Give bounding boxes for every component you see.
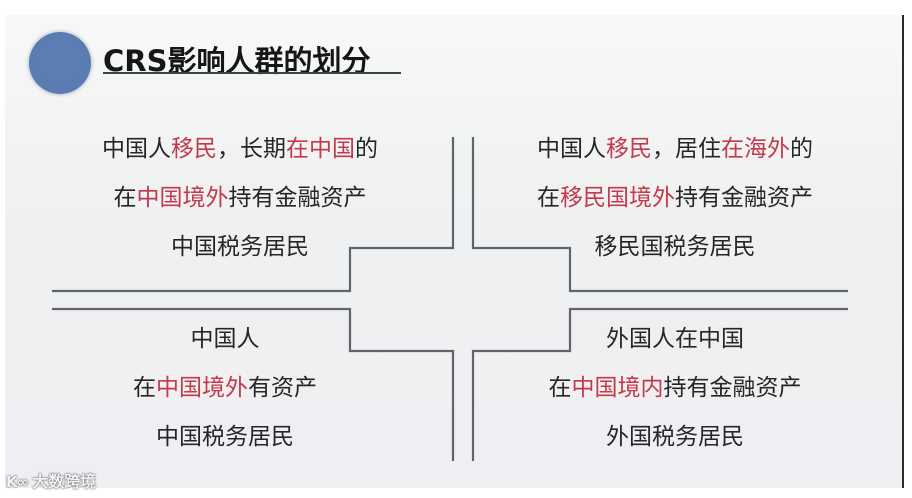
divider-bottom-right xyxy=(471,307,848,461)
highlight-segment: 移民国境外 xyxy=(560,185,675,211)
highlight-segment: 在海外 xyxy=(721,136,790,162)
text-segment: 持有金融资产 xyxy=(675,185,813,211)
divider-bottom-left xyxy=(52,307,455,461)
highlight-segment: 在中国 xyxy=(286,136,355,162)
quadrant-line-3: 移民国税务居民 xyxy=(594,234,756,260)
highlight-segment: 移民 xyxy=(171,136,217,162)
quadrant-line-3: 中国税务居民 xyxy=(171,234,309,260)
quadrant-line-1: 中国人移民，长期在中国的 xyxy=(40,125,440,174)
quadrant-line-2: 在中国境外持有金融资产 xyxy=(40,174,440,223)
text-segment: 中国人 xyxy=(537,136,606,162)
quadrant-line-2: 在中国境外有资产 xyxy=(10,364,440,413)
divider-top-right xyxy=(471,137,848,293)
quadrant-bottom-left: 中国人 在中国境外有资产 中国税务居民 xyxy=(10,315,440,462)
quadrant-line-3: 外国税务居民 xyxy=(606,424,744,450)
title-bullet-circle-icon xyxy=(29,32,91,94)
divider-top-left xyxy=(52,137,455,293)
text-segment: 的 xyxy=(355,136,378,162)
slide-canvas xyxy=(5,15,904,488)
text-segment: 在 xyxy=(133,375,156,401)
text-segment: 持有金融资产 xyxy=(663,375,802,401)
text-segment: ，长期 xyxy=(217,136,286,162)
quadrant-top-right: 中国人移民，居住在海外的 在移民国境外持有金融资产 移民国税务居民 xyxy=(475,125,875,272)
text-segment: 在 xyxy=(113,185,137,211)
quadrant-top-left: 中国人移民，长期在中国的 在中国境外持有金融资产 中国税务居民 xyxy=(40,125,440,272)
watermark-text: 大数跨境 xyxy=(32,472,97,491)
text-segment: 在 xyxy=(537,185,560,211)
highlight-segment: 中国境外 xyxy=(136,185,229,211)
highlight-segment: 中国境外 xyxy=(156,375,248,401)
quadrant-line-3: 中国税务居民 xyxy=(156,424,294,450)
quadrant-line-2: 在移民国境外持有金融资产 xyxy=(475,174,875,223)
text-segment: 中国人 xyxy=(102,136,171,162)
highlight-segment: 中国境内 xyxy=(571,375,664,401)
quadrant-line-1: 中国人移民，居住在海外的 xyxy=(475,125,875,174)
text-segment: ，居住 xyxy=(652,136,721,162)
highlight-segment: 移民 xyxy=(606,136,652,162)
title-underline xyxy=(103,72,401,74)
quadrant-line-1: 外国人在中国 xyxy=(606,326,744,352)
quadrant-line-1: 中国人 xyxy=(190,326,260,352)
watermark: K∞大数跨境 xyxy=(6,471,96,493)
quadrant-bottom-right: 外国人在中国 在中国境内持有金融资产 外国税务居民 xyxy=(475,315,875,462)
text-segment: 的 xyxy=(790,136,813,162)
text-segment: 在 xyxy=(548,375,572,401)
text-segment: 有资产 xyxy=(248,375,317,401)
text-segment: 持有金融资产 xyxy=(228,185,367,211)
quadrant-line-2: 在中国境内持有金融资产 xyxy=(475,364,875,413)
watermark-logo-icon: K∞ xyxy=(6,473,29,491)
